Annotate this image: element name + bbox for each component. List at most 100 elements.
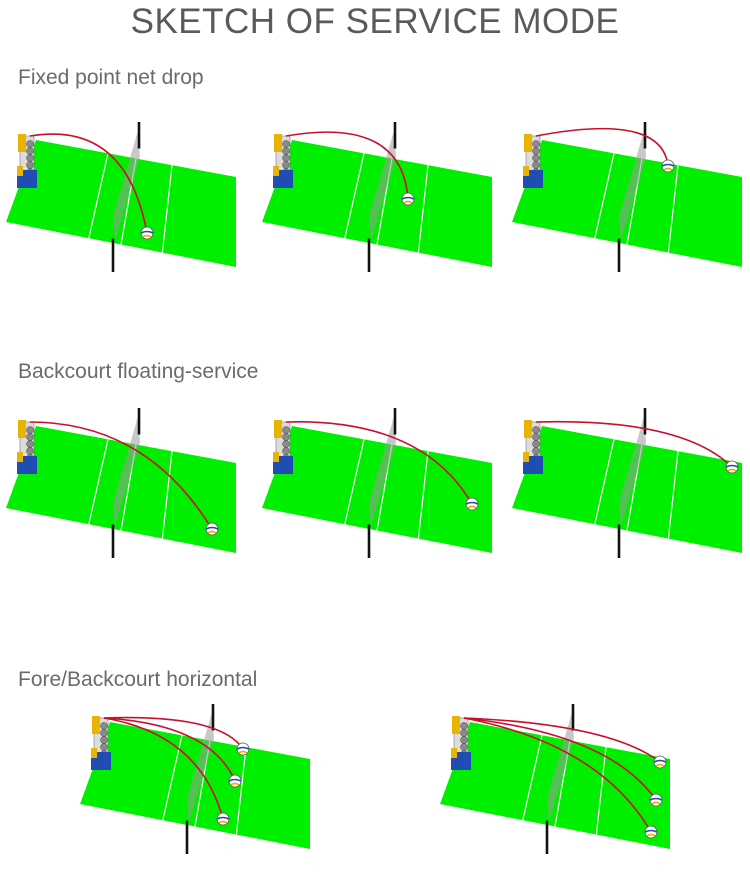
ball-trajectory [103,717,224,820]
serving-machine-icon [523,134,543,188]
ball-panel-blue [228,778,242,782]
diagram-net-drop-1 [6,122,246,272]
machine-feeder [18,420,26,438]
attack-line [667,451,679,539]
volleyball-icon [465,497,479,511]
volleyball-icon [205,522,219,536]
serving-machine-icon [273,420,293,474]
machine-feeder [274,420,282,438]
ball-trajectory [535,420,733,468]
page-title: SKETCH OF SERVICE MODE [130,2,620,41]
machine-ball-stack [460,736,468,744]
court [512,408,742,558]
volleyball-icon [236,742,250,756]
diagram-net-drop-2 [262,122,502,272]
volleyball-icon [661,159,675,173]
net [619,416,646,527]
machine-feeder [274,134,282,152]
section-label-fixed-point: Fixed point net drop [18,66,204,89]
ball-panel-blue [236,746,250,750]
volleyball-icon [644,825,658,839]
section-label-fore-backcourt: Fore/Backcourt horizontal [18,668,258,691]
section-label-backcourt-floating: Backcourt floating-service [18,360,259,383]
machine-ball-stack [26,147,34,155]
machine-feeder [92,716,100,734]
attack-line [417,165,429,253]
ball-panel-yellow [238,750,248,754]
machine-ball-stack [532,447,540,455]
serving-machine-icon [17,420,37,474]
ball-panel-yellow [207,530,217,534]
diagram-floating-1 [6,408,246,558]
machine-ball-stack [100,722,108,730]
attack-line [594,439,615,525]
net [113,416,140,527]
ball-panel-blue [725,464,739,468]
ball-panel-blue [465,501,479,505]
ball-panel-yellow [646,833,656,837]
machine-ball-stack [26,161,34,169]
machine-feeder [452,716,460,734]
machine-ball-stack [532,140,540,148]
ball-panel-yellow [651,801,661,805]
machine-arm [523,452,529,462]
net [187,712,214,823]
serving-machine-icon [523,420,543,474]
attack-line [235,747,247,835]
machine-ball-stack [100,736,108,744]
machine-ball-stack [532,147,540,155]
ball-panel-yellow [467,505,477,509]
net [369,416,396,527]
machine-ball-stack [532,433,540,441]
machine-ball-stack [100,729,108,737]
machine-ball-stack [26,433,34,441]
machine-ball-stack [282,140,290,148]
net [369,130,396,241]
ball-trajectory [29,133,148,234]
attack-line [522,735,543,821]
attack-line [344,439,365,525]
diagram-horizontal-2 [440,704,680,854]
diagram-horizontal-1 [80,704,320,854]
attack-line [88,153,109,239]
machine-arm [523,166,529,176]
volleyball-icon [140,226,154,240]
attack-line [667,165,679,253]
ball-panel-blue [661,163,675,167]
serving-machine-icon [91,716,111,770]
court [262,408,492,558]
serving-machine-icon [17,134,37,188]
diagram-floating-2 [262,408,502,558]
attack-line [161,451,173,539]
machine-ball-stack [532,154,540,162]
machine-ball-stack [532,440,540,448]
ball-trajectory [103,717,236,782]
ball-panel-blue [205,526,219,530]
volleyball-icon [401,192,415,206]
attack-line [344,153,365,239]
machine-feeder [524,420,532,438]
ball-trajectory [103,716,244,750]
ball-trajectory [535,127,669,167]
diagram-net-drop-3 [512,122,750,272]
volleyball-icon [228,774,242,788]
net [113,130,140,241]
ball-panel-yellow [403,200,413,204]
serving-machine-icon [273,134,293,188]
machine-ball-stack [26,426,34,434]
court [80,704,310,854]
court [262,122,492,272]
machine-ball-stack [282,447,290,455]
attack-line [595,747,607,835]
ball-trajectory [463,717,652,833]
machine-ball-stack [282,154,290,162]
machine-ball-stack [26,447,34,455]
ball-trajectory [29,421,213,530]
machine-feeder [18,134,26,152]
diagram-floating-3 [512,408,750,558]
ball-panel-blue [401,196,415,200]
ball-panel-blue [216,816,230,820]
machine-arm [273,452,279,462]
machine-ball-stack [26,154,34,162]
ball-panel-blue [653,759,667,763]
